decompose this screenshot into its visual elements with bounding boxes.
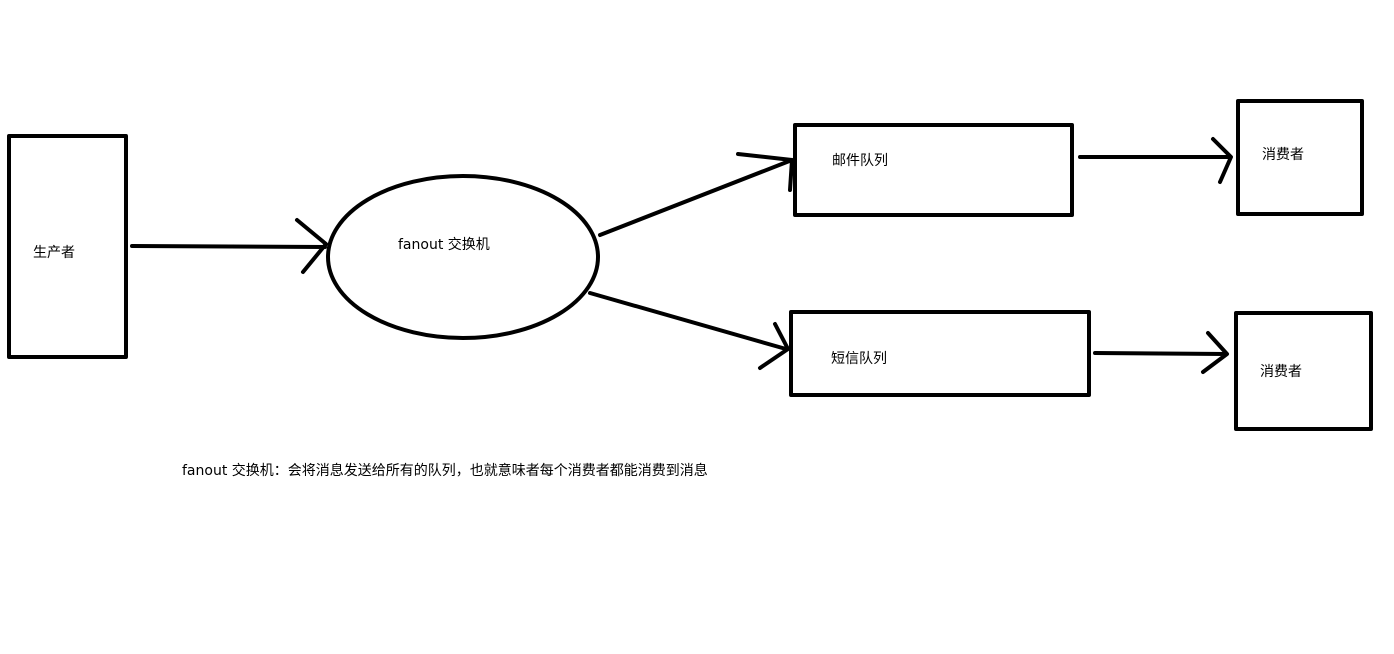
arrow-mail-to-consumer xyxy=(1078,137,1233,184)
exchange-ellipse xyxy=(326,174,600,340)
consumer-sms-box xyxy=(1234,311,1373,431)
arrow-exchange-to-mail xyxy=(598,152,794,237)
exchange-label: fanout 交换机 xyxy=(398,237,490,253)
queue-sms-box xyxy=(789,310,1091,397)
arrow-exchange-to-sms xyxy=(588,291,790,370)
producer-box xyxy=(7,134,128,359)
queue-sms-label: 短信队列 xyxy=(831,351,887,367)
consumer-sms-label: 消费者 xyxy=(1260,364,1302,380)
consumer-mail-box xyxy=(1236,99,1364,216)
queue-mail-box xyxy=(793,123,1074,217)
producer-label: 生产者 xyxy=(33,245,75,261)
queue-mail-label: 邮件队列 xyxy=(832,153,888,169)
arrow-sms-to-consumer xyxy=(1093,331,1229,374)
arrow-producer-to-exchange xyxy=(130,218,328,274)
consumer-mail-label: 消费者 xyxy=(1262,147,1304,163)
diagram-caption: fanout 交换机：会将消息发送给所有的队列，也就意味者每个消费者都能消费到消… xyxy=(182,463,708,479)
